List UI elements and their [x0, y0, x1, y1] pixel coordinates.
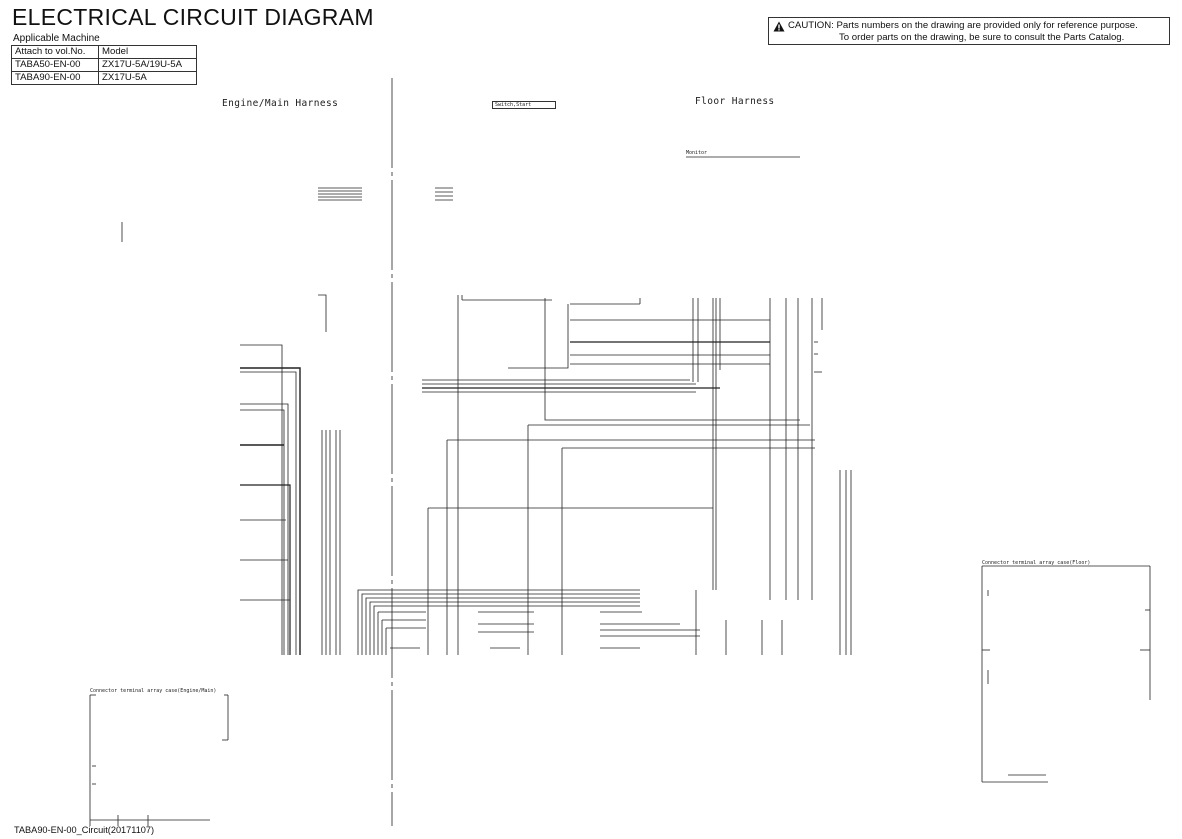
caution-box: CAUTION: Parts numbers on the drawing ar…: [768, 17, 1170, 45]
connector-array-right: [981, 565, 1151, 783]
page-title: ELECTRICAL CIRCUIT DIAGRAM: [12, 4, 374, 30]
floor-harness-label: Floor Harness: [695, 96, 775, 107]
applicable-machine-table: Attach to vol.No. Model TABA50-EN-00 ZX1…: [11, 45, 197, 85]
table-row: TABA50-EN-00 ZX17U-5A/19U-5A: [11, 58, 197, 72]
monitor-label: Monitor: [686, 150, 708, 156]
table-row: TABA90-EN-00 ZX17U-5A: [11, 71, 197, 85]
engine-main-harness-label: Engine/Main Harness: [222, 98, 339, 109]
left-wire-bundle: [240, 294, 341, 655]
connector-array-right-title: Connector terminal array case(Floor): [982, 560, 1091, 566]
caution-line-1: CAUTION: Parts numbers on the drawing ar…: [773, 20, 1165, 32]
table-header-row: Attach to vol.No. Model: [11, 45, 197, 59]
connector-array-left-title: Connector terminal array case(Engine/Mai…: [90, 688, 217, 694]
caution-text-2: To order parts on the drawing, be sure t…: [839, 32, 1125, 43]
switch-start-label: Switch,Start: [492, 101, 556, 109]
connector-bar-left: [318, 187, 362, 201]
lower-bus-lines: [357, 589, 783, 655]
connector-bar-right: [435, 187, 453, 201]
warning-triangle-icon: [773, 21, 785, 32]
caution-text-1: CAUTION: Parts numbers on the drawing ar…: [788, 20, 1138, 31]
table-cell-volume: TABA90-EN-00: [11, 71, 99, 85]
applicable-machine-label: Applicable Machine: [13, 33, 100, 44]
connector-array-left: [89, 694, 229, 826]
floor-wire-bundle: [422, 295, 852, 655]
document-id-footer: TABA90-EN-00_Circuit(20171107): [14, 825, 155, 835]
table-cell-model: ZX17U-5A: [98, 71, 197, 85]
